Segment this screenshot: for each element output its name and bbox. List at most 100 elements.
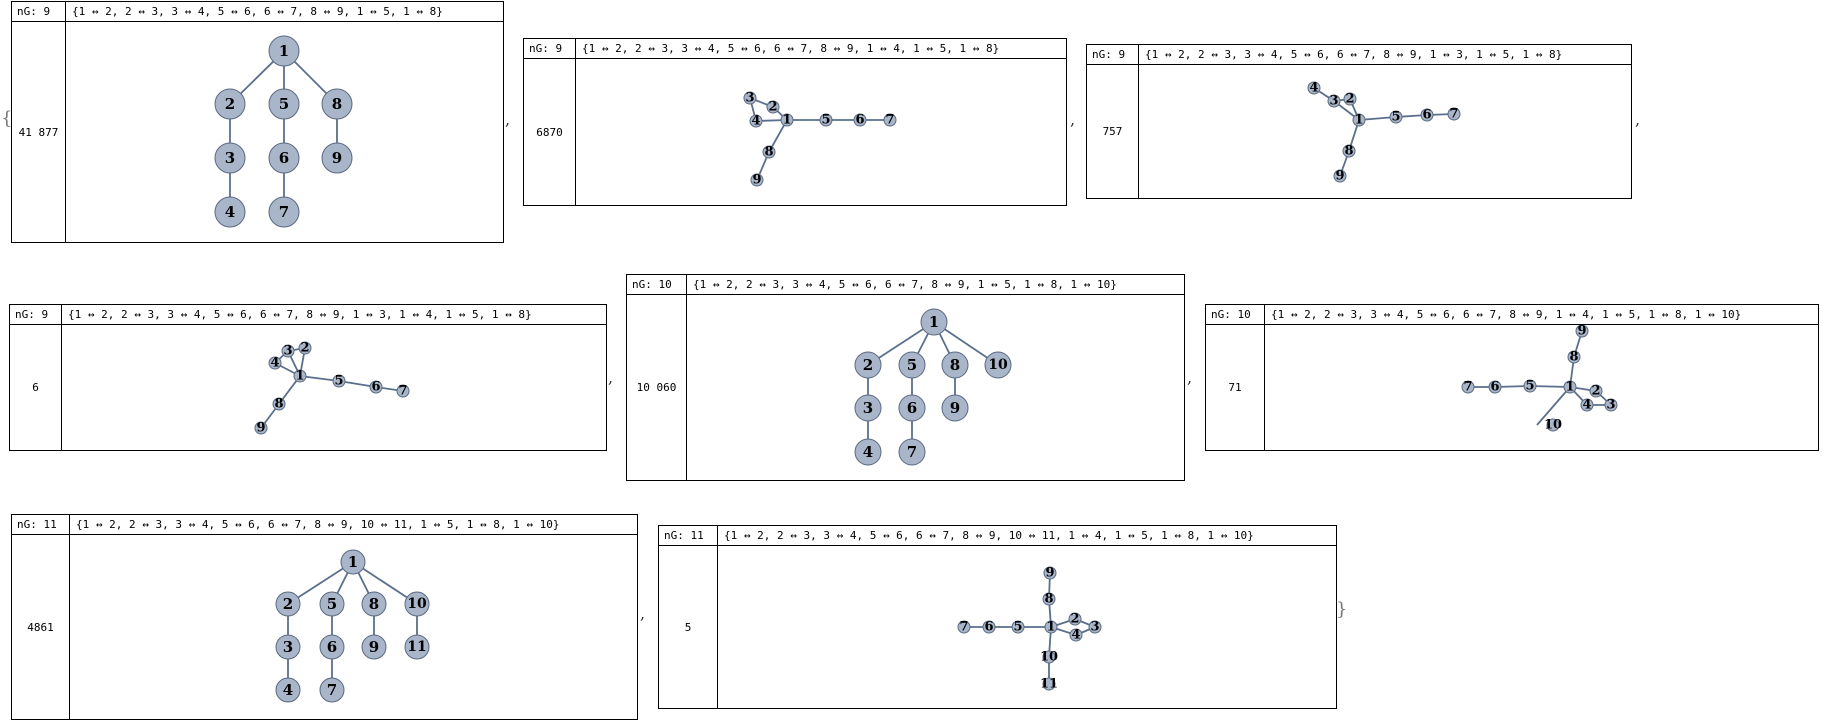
graph-count: 71 [1206,325,1265,450]
graph-node-2: 2 [275,591,301,617]
graph-node-7: 7 [396,384,410,399]
svg-text:1: 1 [1565,380,1574,395]
svg-text:3: 3 [283,638,293,656]
graph-node-8: 8 [1042,592,1056,607]
svg-text:9: 9 [256,421,265,436]
panel-header: nG: 10 {1 ↔ 2, 2 ↔ 3, 3 ↔ 4, 5 ↔ 6, 6 ↔ … [1206,305,1818,325]
separator: , [608,368,614,387]
svg-text:9: 9 [1577,325,1586,339]
svg-text:8: 8 [1344,144,1353,159]
graph-node-8: 8 [762,145,776,160]
graph-node-9: 9 [1575,325,1589,339]
graph-node-7: 7 [957,620,971,635]
graph-node-5: 5 [898,351,926,379]
graph-panel-5: nG: 10 {1 ↔ 2, 2 ↔ 3, 3 ↔ 4, 5 ↔ 6, 6 ↔ … [626,274,1185,481]
graph-node-10: 10 [984,351,1012,379]
svg-text:3: 3 [1606,398,1615,413]
svg-text:8: 8 [1569,350,1578,365]
svg-text:5: 5 [1525,379,1534,394]
panel-header: nG: 11 {1 ↔ 2, 2 ↔ 3, 3 ↔ 4, 5 ↔ 6, 6 ↔ … [659,526,1336,546]
svg-text:9: 9 [752,173,761,188]
graph-node-4: 4 [1580,398,1594,413]
graph-count: 41 877 [12,22,66,242]
graph-node-10: 10 [1040,650,1058,665]
graph-node-3: 3 [1088,620,1102,635]
graph-drawing: 1 2 3 4 5 6 7 8 9 [62,325,606,450]
svg-text:4: 4 [283,681,293,699]
vertex-count-label: nG: 10 [627,275,687,294]
svg-text:2: 2 [283,595,293,613]
graph-drawing: 1 2 3 4 5 6 7 8 9 10 11 [718,546,1336,708]
graph-node-5: 5 [268,88,300,120]
panel-header: nG: 9 {1 ↔ 2, 2 ↔ 3, 3 ↔ 4, 5 ↔ 6, 6 ↔ 7… [10,305,606,325]
svg-text:7: 7 [398,384,407,399]
graph-node-5: 5 [1523,379,1537,394]
svg-text:6: 6 [279,149,289,167]
graph-svg: 1 2 3 4 5 6 7 8 9 [254,341,410,436]
graph-count: 6870 [524,59,576,205]
graph-svg: 1 2 5 8 10 3 6 9 11 4 7 [275,549,430,703]
graph-edge [1536,386,1571,426]
graph-node-3: 3 [1327,94,1341,109]
graph-node-6: 6 [982,620,996,635]
graph-svg: 1 2 3 4 5 6 7 8 9 10 [1461,325,1618,433]
separator: , [640,604,646,623]
panel-header: nG: 11 {1 ↔ 2, 2 ↔ 3, 3 ↔ 4, 5 ↔ 6, 6 ↔ … [12,515,637,535]
edge-list: {1 ↔ 2, 2 ↔ 3, 3 ↔ 4, 5 ↔ 6, 6 ↔ 7, 8 ↔ … [76,518,560,531]
svg-text:4: 4 [1582,398,1591,413]
graph-svg: 1 2 5 8 3 6 9 4 7 [214,35,353,228]
svg-text:8: 8 [950,356,960,374]
graph-node-1: 1 [268,35,300,67]
graph-node-1: 1 [1563,380,1577,395]
svg-text:3: 3 [225,149,235,167]
svg-text:9: 9 [332,149,342,167]
vertex-count-label: nG: 9 [10,305,62,324]
svg-text:6: 6 [1422,108,1431,123]
edge-list: {1 ↔ 2, 2 ↔ 3, 3 ↔ 4, 5 ↔ 6, 6 ↔ 7, 8 ↔ … [72,5,443,18]
graph-node-9: 9 [321,142,353,174]
graph-node-8: 8 [321,88,353,120]
edge-list: {1 ↔ 2, 2 ↔ 3, 3 ↔ 4, 5 ↔ 6, 6 ↔ 7, 8 ↔ … [724,529,1254,542]
panel-header: nG: 9 {1 ↔ 2, 2 ↔ 3, 3 ↔ 4, 5 ↔ 6, 6 ↔ 7… [12,2,503,22]
svg-text:9: 9 [950,399,960,417]
separator: , [505,110,511,129]
graph-node-2: 2 [1589,384,1603,399]
svg-text:5: 5 [1391,110,1400,125]
svg-text:1: 1 [295,369,304,384]
svg-text:4: 4 [225,203,235,221]
svg-text:7: 7 [279,203,289,221]
svg-text:6: 6 [855,113,864,128]
svg-text:9: 9 [1335,169,1344,184]
graph-svg: 1 2 3 4 5 6 7 8 9 10 11 [957,566,1102,692]
edge-list: {1 ↔ 2, 2 ↔ 3, 3 ↔ 4, 5 ↔ 6, 6 ↔ 7, 8 ↔ … [1145,48,1563,61]
svg-text:6: 6 [327,638,337,656]
edge-list: {1 ↔ 2, 2 ↔ 3, 3 ↔ 4, 5 ↔ 6, 6 ↔ 7, 8 ↔ … [68,308,532,321]
svg-text:10: 10 [1544,418,1562,433]
svg-text:7: 7 [959,620,968,635]
graph-node-1: 1 [1352,113,1366,128]
graph-node-6: 6 [369,380,383,395]
graph-node-8: 8 [361,591,387,617]
svg-text:5: 5 [279,95,289,113]
svg-text:6: 6 [984,620,993,635]
graph-node-9: 9 [941,394,969,422]
graph-node-1: 1 [920,308,948,336]
svg-text:7: 7 [327,681,337,699]
graph-node-1: 1 [780,113,794,128]
svg-text:5: 5 [821,113,830,128]
svg-text:6: 6 [907,399,917,417]
graph-node-4: 4 [1307,81,1321,96]
svg-text:4: 4 [1071,628,1080,643]
graph-panel-8: nG: 11 {1 ↔ 2, 2 ↔ 3, 3 ↔ 4, 5 ↔ 6, 6 ↔ … [658,525,1337,709]
graph-node-6: 6 [1488,380,1502,395]
svg-text:1: 1 [782,113,791,128]
graph-node-2: 2 [766,100,780,115]
graph-drawing: 1 2 5 8 10 3 6 9 4 7 [687,295,1184,480]
graph-count: 6 [10,325,62,450]
edge-list: {1 ↔ 2, 2 ↔ 3, 3 ↔ 4, 5 ↔ 6, 6 ↔ 7, 8 ↔ … [693,278,1117,291]
graph-node-2: 2 [298,341,312,356]
graph-node-6: 6 [853,113,867,128]
graph-node-8: 8 [1342,144,1356,159]
graph-node-10: 10 [404,591,430,617]
panel-header: nG: 9 {1 ↔ 2, 2 ↔ 3, 3 ↔ 4, 5 ↔ 6, 6 ↔ 7… [524,39,1066,59]
